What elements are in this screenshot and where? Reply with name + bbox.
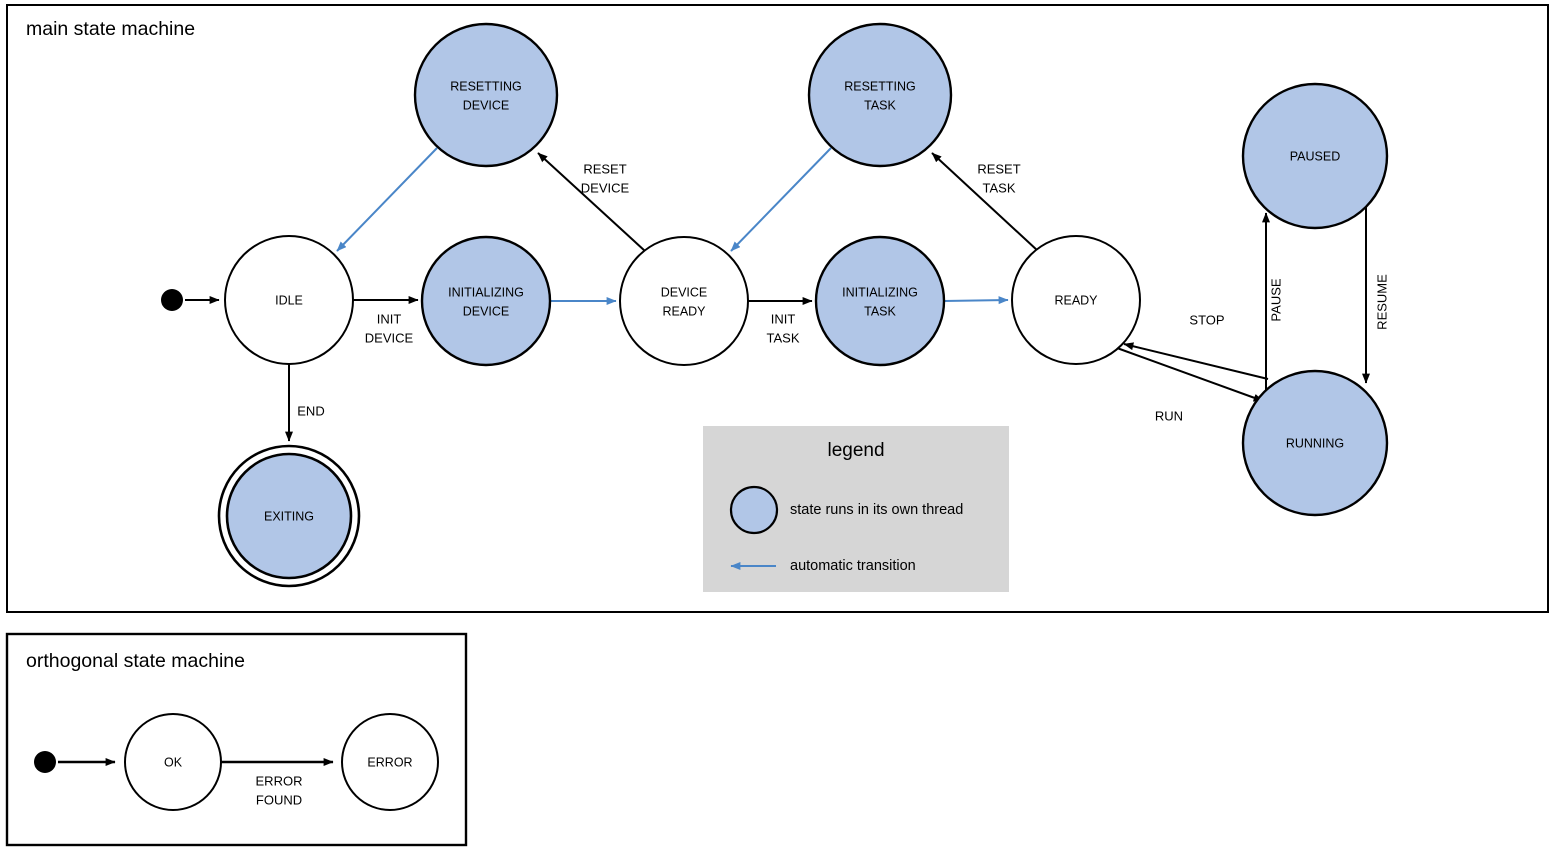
main-transitions bbox=[185, 147, 1370, 442]
transition-label-error-found-line2: FOUND bbox=[256, 792, 302, 807]
state-label-resetting-device-line1: RESETTING bbox=[450, 79, 522, 93]
state-node-ready[interactable]: READY bbox=[1011, 235, 1141, 365]
state-label-error: ERROR bbox=[367, 755, 412, 769]
state-circle-paused[interactable] bbox=[1241, 82, 1389, 230]
state-circle-idle[interactable] bbox=[224, 235, 354, 365]
state-label-resetting-device-line2: DEVICE bbox=[463, 98, 510, 112]
state-circle-ok[interactable] bbox=[124, 713, 222, 811]
transition-label-reset-device-line2: DEVICE bbox=[581, 180, 630, 195]
state-label-paused: PAUSED bbox=[1290, 149, 1340, 163]
state-label-initializing-device-line2: DEVICE bbox=[463, 304, 510, 318]
state-label-initializing-device-line1: INITIALIZING bbox=[448, 285, 524, 299]
transition-label-resume: RESUME bbox=[1374, 274, 1389, 330]
legend: legend state runs in its own thread auto… bbox=[703, 426, 1009, 592]
state-node-device-ready[interactable]: DEVICE READY bbox=[619, 236, 749, 366]
transition-device-ready-resetting-device bbox=[537, 152, 646, 252]
state-circle-initializing-task[interactable] bbox=[814, 235, 946, 367]
transition-init-task-ready bbox=[943, 296, 1009, 305]
legend-title: legend bbox=[827, 440, 884, 461]
state-circle-exiting-inner[interactable] bbox=[225, 452, 353, 580]
state-node-paused[interactable]: PAUSED bbox=[1241, 82, 1389, 230]
transition-label-end: END bbox=[297, 403, 324, 418]
state-node-resetting-device[interactable]: RESETTING DEVICE bbox=[413, 22, 559, 168]
transition-ready-resetting-task bbox=[931, 152, 1039, 252]
state-node-idle[interactable]: IDLE bbox=[224, 235, 354, 365]
state-label-initializing-task-line1: INITIALIZING bbox=[842, 285, 918, 299]
orthogonal-frame-title: orthogonal state machine bbox=[26, 650, 245, 672]
legend-item-label-auto: automatic transition bbox=[790, 558, 916, 574]
main-frame-title: main state machine bbox=[26, 18, 195, 40]
state-node-resetting-task[interactable]: RESETTING TASK bbox=[807, 22, 953, 168]
state-circle-ready[interactable] bbox=[1011, 235, 1141, 365]
main-transition-labels: INIT DEVICE INIT TASK RESET DEVICE RESET… bbox=[297, 161, 1389, 423]
state-circle-device-ready[interactable] bbox=[619, 236, 749, 366]
orthogonal-transition-labels: ERROR FOUND bbox=[256, 773, 303, 807]
transition-label-reset-device-line1: RESET bbox=[583, 161, 626, 176]
state-label-resetting-task-line1: RESETTING bbox=[844, 79, 916, 93]
transition-label-init-device-line1: INIT bbox=[377, 311, 402, 326]
state-label-ok: OK bbox=[164, 755, 183, 769]
state-circle-running[interactable] bbox=[1241, 369, 1389, 517]
transition-resetting-task-device-ready bbox=[730, 147, 832, 252]
transition-label-error-found-line1: ERROR bbox=[256, 773, 303, 788]
state-label-idle: IDLE bbox=[275, 293, 303, 307]
state-node-running[interactable]: RUNNING bbox=[1241, 369, 1389, 517]
legend-item-label-thread: state runs in its own thread bbox=[790, 502, 963, 518]
initial-state-marker-orthogonal bbox=[34, 751, 56, 773]
transition-label-reset-task-line1: RESET bbox=[977, 161, 1020, 176]
state-label-running: RUNNING bbox=[1286, 436, 1344, 450]
transition-label-reset-task-line2: TASK bbox=[983, 180, 1016, 195]
state-node-initializing-device[interactable]: INITIALIZING DEVICE bbox=[420, 235, 552, 367]
state-circle-resetting-task[interactable] bbox=[807, 22, 953, 168]
transition-ready-running bbox=[1116, 347, 1264, 402]
state-circle-resetting-device[interactable] bbox=[413, 22, 559, 168]
state-node-exiting[interactable]: EXITING bbox=[217, 444, 361, 588]
state-circle-initializing-device[interactable] bbox=[420, 235, 552, 367]
state-label-ready: READY bbox=[1054, 293, 1098, 307]
transition-running-ready bbox=[1123, 342, 1269, 380]
transition-label-init-task-line1: INIT bbox=[771, 311, 796, 326]
state-label-resetting-task-line2: TASK bbox=[864, 98, 896, 112]
state-label-device-ready-line2: READY bbox=[662, 304, 706, 318]
transition-label-stop: STOP bbox=[1189, 312, 1224, 327]
initial-state-marker-main bbox=[161, 289, 183, 311]
transition-label-run: RUN bbox=[1155, 408, 1183, 423]
transition-label-init-device-line2: DEVICE bbox=[365, 330, 414, 345]
state-label-device-ready-line1: DEVICE bbox=[661, 285, 708, 299]
state-node-initializing-task[interactable]: INITIALIZING TASK bbox=[814, 235, 946, 367]
transition-label-init-task-line2: TASK bbox=[767, 330, 800, 345]
state-circle-error[interactable] bbox=[341, 713, 439, 811]
state-label-initializing-task-line2: TASK bbox=[864, 304, 896, 318]
state-label-exiting: EXITING bbox=[264, 509, 314, 523]
transition-label-pause: PAUSE bbox=[1268, 278, 1283, 321]
state-node-error[interactable]: ERROR bbox=[341, 713, 439, 811]
legend-thread-swatch-icon bbox=[729, 485, 779, 535]
transition-resetting-device-idle bbox=[336, 147, 438, 252]
state-node-ok[interactable]: OK bbox=[124, 713, 222, 811]
